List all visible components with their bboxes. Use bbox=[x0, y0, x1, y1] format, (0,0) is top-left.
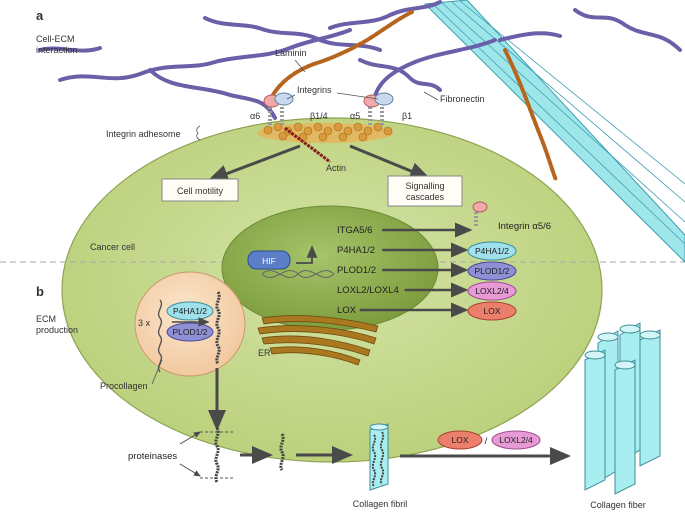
times3-label: 3 x bbox=[138, 318, 151, 328]
gene-label: LOXL2/LOXL4 bbox=[337, 285, 399, 296]
collagen-fiber-label: Collagen fiber bbox=[590, 500, 646, 510]
lox-bottom-label: LOX bbox=[451, 435, 468, 445]
gene-label: P4HA1/2 bbox=[337, 245, 375, 256]
adhesome-label: Integrin adhesome bbox=[106, 129, 181, 139]
plod-pill-label: PLOD1/2 bbox=[475, 266, 510, 276]
cancer-cell-label: Cancer cell bbox=[90, 242, 135, 252]
integrins-pointer-2 bbox=[336, 92, 379, 100]
hif-arrow bbox=[296, 245, 318, 264]
p4ha-vesicle-label: P4HA1/2 bbox=[173, 306, 207, 316]
procollagen-chain bbox=[157, 299, 163, 373]
panel-a-letter: a bbox=[36, 8, 44, 23]
triple-helix-cleaved bbox=[214, 427, 220, 483]
fibronectin-label: Fibronectin bbox=[440, 94, 485, 104]
p4ha-pill-label: P4HA1/2 bbox=[475, 246, 509, 256]
integrin-adhesome bbox=[257, 122, 393, 143]
tropocollagen bbox=[279, 433, 285, 471]
beta14-label: β1/4 bbox=[310, 111, 328, 121]
integrin-a56-icon bbox=[472, 201, 488, 228]
actin-label: Actin bbox=[326, 163, 346, 173]
er-label: ER bbox=[258, 348, 271, 358]
signalling-box bbox=[387, 175, 463, 207]
p4ha-pill: P4HA1/2 bbox=[467, 241, 517, 261]
collagen-bundle-top bbox=[423, 0, 685, 263]
gene-label: LOX bbox=[337, 305, 357, 316]
arrow-to-motility bbox=[207, 144, 301, 183]
gene-label: PLOD1/2 bbox=[337, 265, 376, 276]
lox-pill: LOX bbox=[467, 301, 517, 321]
arrow-to-signalling bbox=[349, 144, 431, 180]
laminin-pointer bbox=[294, 59, 306, 73]
laminin-network bbox=[38, 0, 682, 120]
collagen-fibril-label: Collagen fibril bbox=[353, 499, 408, 509]
hif-complex: HIF bbox=[247, 250, 335, 278]
loxl-pill: LOXL2/4 bbox=[467, 281, 517, 301]
plod-vesicle-pill: PLOD1/2 bbox=[166, 322, 214, 342]
triple-helix-vesicle bbox=[215, 291, 221, 365]
gene-label: ITGA5/6 bbox=[337, 225, 372, 236]
proteinase-arrow-2 bbox=[179, 463, 201, 477]
proteinase-arrow-1 bbox=[179, 431, 201, 445]
hif-label: HIF bbox=[262, 256, 276, 266]
loxl-bottom-pill: LOXL2/4 bbox=[491, 430, 541, 450]
integrin-a6b14 bbox=[263, 92, 294, 125]
cell-motility-label: Cell motility bbox=[177, 186, 224, 196]
collagen-fibril bbox=[369, 423, 389, 491]
procollagen-pointer bbox=[151, 359, 163, 385]
integrins-label: Integrins bbox=[297, 85, 332, 95]
beta1-label: β1 bbox=[402, 111, 412, 121]
panel-b-letter: b bbox=[36, 284, 44, 299]
slash-label: / bbox=[485, 436, 488, 447]
plod-pill: PLOD1/2 bbox=[467, 261, 517, 281]
fibronectin-pointer bbox=[423, 91, 439, 101]
endoplasmic-reticulum bbox=[257, 315, 379, 366]
integrin-a5b1 bbox=[363, 92, 394, 125]
loxl-pill-label: LOXL2/4 bbox=[475, 286, 509, 296]
collagen-fiber bbox=[584, 322, 661, 495]
integrin-a56-label: Integrin α5/6 bbox=[498, 221, 551, 232]
alpha6-label: α6 bbox=[250, 111, 260, 121]
cell-motility-box bbox=[161, 178, 239, 202]
proteinases-label: proteinases bbox=[128, 451, 177, 462]
loxl-bottom-label: LOXL2/4 bbox=[499, 435, 533, 445]
fibronectin-strands bbox=[268, 10, 558, 182]
lox-bottom-pill: LOX bbox=[437, 430, 483, 450]
laminin-label: Laminin bbox=[275, 48, 307, 58]
alpha5-label: α5 bbox=[350, 111, 360, 121]
p4ha-vesicle-pill: P4HA1/2 bbox=[166, 301, 214, 321]
actin-filament bbox=[284, 126, 331, 164]
procollagen-label: Procollagen bbox=[100, 381, 148, 391]
adhesome-brace bbox=[196, 125, 201, 141]
lox-pill-label: LOX bbox=[483, 306, 500, 316]
integrins-pointer-1 bbox=[286, 94, 296, 100]
plod-vesicle-label: PLOD1/2 bbox=[173, 327, 208, 337]
